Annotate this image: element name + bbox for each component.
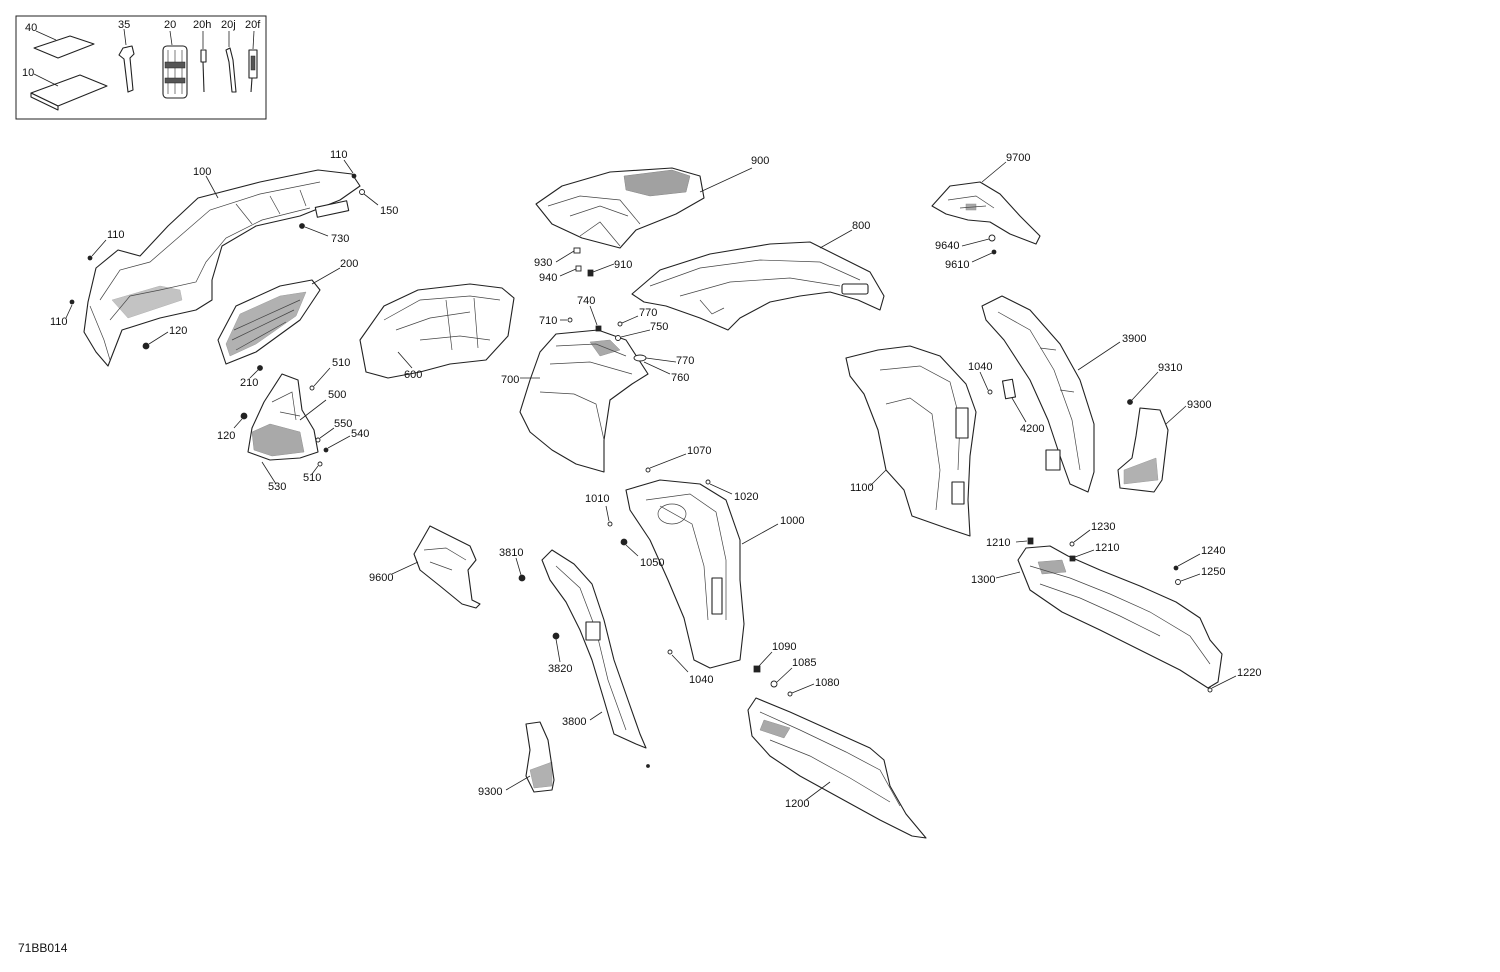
part-9600-bracket <box>413 525 481 609</box>
reference-code: 71BB014 <box>18 941 68 955</box>
callout-150: 150 <box>380 205 398 217</box>
callout-3800: 3800 <box>562 716 586 728</box>
callout-760: 760 <box>671 372 689 384</box>
callout-910: 910 <box>614 259 632 271</box>
callout-110-a: 110 <box>330 149 348 161</box>
callout-1250: 1250 <box>1201 566 1225 578</box>
callout-510-a: 510 <box>332 357 350 369</box>
kit-label-20j: 20j <box>221 19 236 31</box>
callout-9600: 9600 <box>369 572 393 584</box>
callout-1210-a: 1210 <box>986 537 1010 549</box>
callout-730: 730 <box>331 233 349 245</box>
callout-530: 530 <box>268 481 286 493</box>
callout-9640: 9640 <box>935 240 959 252</box>
part-3800-fender <box>541 549 647 749</box>
part-600-front-storage <box>359 283 515 379</box>
callout-1070: 1070 <box>687 445 711 457</box>
callout-3900: 3900 <box>1122 333 1146 345</box>
callout-930: 930 <box>534 257 552 269</box>
callout-200: 200 <box>340 258 358 270</box>
callout-210: 210 <box>240 377 258 389</box>
kit-label-40: 40 <box>25 22 37 34</box>
kit-label-20f: 20f <box>245 19 261 31</box>
part-500-headlight <box>247 373 319 461</box>
callout-1010: 1010 <box>585 493 609 505</box>
callout-1040-a: 1040 <box>968 361 992 373</box>
callout-550: 550 <box>334 418 352 430</box>
part-700-dash-center <box>519 329 649 473</box>
callout-120-b: 120 <box>217 430 235 442</box>
part-1100-side-panel <box>845 345 977 537</box>
callout-9700: 9700 <box>1006 152 1030 164</box>
callout-1080: 1080 <box>815 677 839 689</box>
part-800-cowl <box>631 241 885 331</box>
callout-100: 100 <box>193 166 211 178</box>
callout-1200: 1200 <box>785 798 809 810</box>
callout-740: 740 <box>577 295 595 307</box>
callout-1240: 1240 <box>1201 545 1225 557</box>
callout-600: 600 <box>404 369 422 381</box>
callout-710: 710 <box>539 315 557 327</box>
callout-1040-b: 1040 <box>689 674 713 686</box>
part-1000-side-panel <box>625 479 745 669</box>
callout-110-c: 110 <box>50 316 68 328</box>
callout-110-b: 110 <box>107 229 125 241</box>
callout-1050: 1050 <box>640 557 664 569</box>
kit-label-10: 10 <box>22 67 34 79</box>
kit-label-20h: 20h <box>193 19 211 31</box>
part-100-front-fascia <box>83 169 361 367</box>
kit-label-20: 20 <box>164 19 176 31</box>
callout-1220: 1220 <box>1237 667 1261 679</box>
callout-500: 500 <box>328 389 346 401</box>
callout-3810: 3810 <box>499 547 523 559</box>
callout-9300-a: 9300 <box>1187 399 1211 411</box>
kit-label-35: 35 <box>118 19 130 31</box>
callout-900: 900 <box>751 155 769 167</box>
callout-3820: 3820 <box>548 663 572 675</box>
callout-9300-b: 9300 <box>478 786 502 798</box>
part-9300-mudflap-left <box>525 721 555 793</box>
callout-1230: 1230 <box>1091 521 1115 533</box>
callout-1085: 1085 <box>792 657 816 669</box>
callout-770-a: 770 <box>639 307 657 319</box>
callout-700: 700 <box>501 374 519 386</box>
callout-4200: 4200 <box>1020 423 1044 435</box>
callout-1300: 1300 <box>971 574 995 586</box>
callout-120-a: 120 <box>169 325 187 337</box>
kit-box: 40 10 35 20 20h 20j 20f <box>15 15 267 120</box>
callout-9310: 9310 <box>1158 362 1182 374</box>
part-3900-fender <box>981 295 1095 493</box>
callout-510-b: 510 <box>303 472 321 484</box>
part-200-grille <box>217 279 321 365</box>
callout-770-b: 770 <box>676 355 694 367</box>
callout-1210-b: 1210 <box>1095 542 1119 554</box>
callout-540: 540 <box>351 428 369 440</box>
part-1300-rocker <box>1017 545 1223 689</box>
callout-940: 940 <box>539 272 557 284</box>
part-9700-bracket <box>931 181 1041 245</box>
callout-750: 750 <box>650 321 668 333</box>
callout-9610: 9610 <box>945 259 969 271</box>
callout-800: 800 <box>852 220 870 232</box>
callout-1100: 1100 <box>850 482 874 494</box>
callout-1090: 1090 <box>772 641 796 653</box>
callout-1000: 1000 <box>780 515 804 527</box>
callout-1020: 1020 <box>734 491 758 503</box>
part-900-hood <box>535 167 705 249</box>
part-1200-rocker <box>747 697 927 839</box>
part-9300-mudflap-right <box>1117 407 1169 493</box>
